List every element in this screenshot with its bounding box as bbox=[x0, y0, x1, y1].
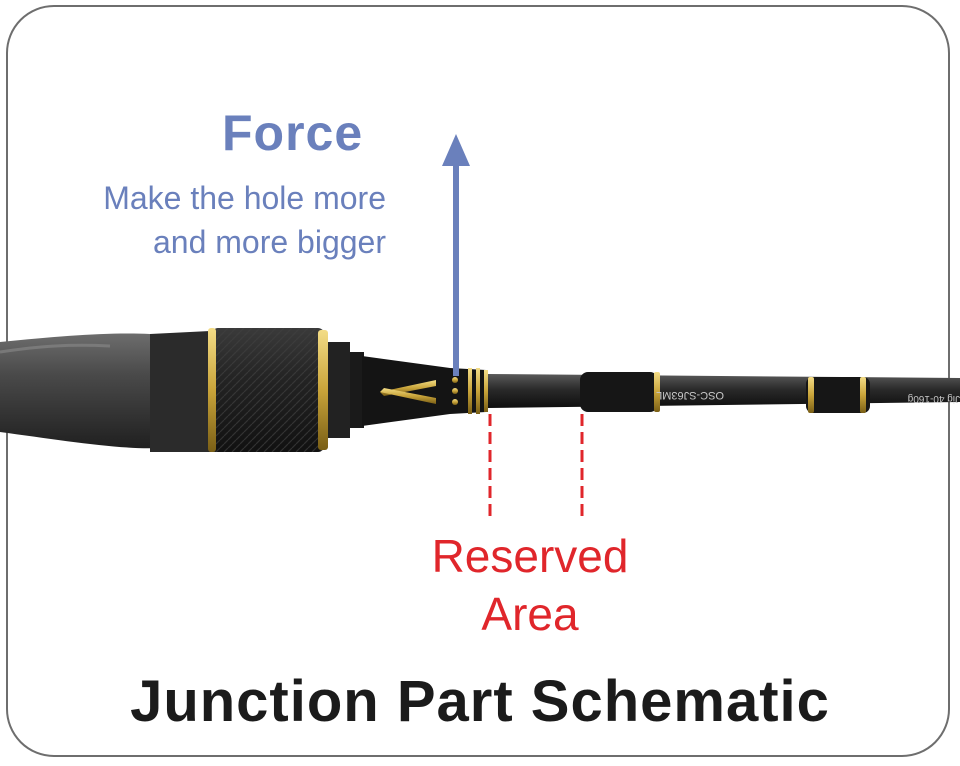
junction-cone bbox=[362, 356, 486, 426]
force-description: Make the hole more and more bigger bbox=[38, 176, 386, 264]
reserved-area-label: Reserved Area bbox=[380, 527, 680, 643]
force-arrow bbox=[442, 134, 470, 376]
force-title: Force bbox=[222, 105, 364, 161]
force-description-line1: Make the hole more bbox=[103, 180, 386, 216]
reserved-area-line1: Reserved bbox=[431, 530, 629, 582]
reserved-area-line2: Area bbox=[481, 588, 579, 640]
caption-title: Junction Part Schematic bbox=[130, 669, 830, 734]
force-description-line2: and more bigger bbox=[152, 224, 386, 260]
rod-model-print: OSC-SJ63ML bbox=[656, 389, 724, 401]
rod-spec-print: Jig 40-160g bbox=[908, 393, 960, 404]
